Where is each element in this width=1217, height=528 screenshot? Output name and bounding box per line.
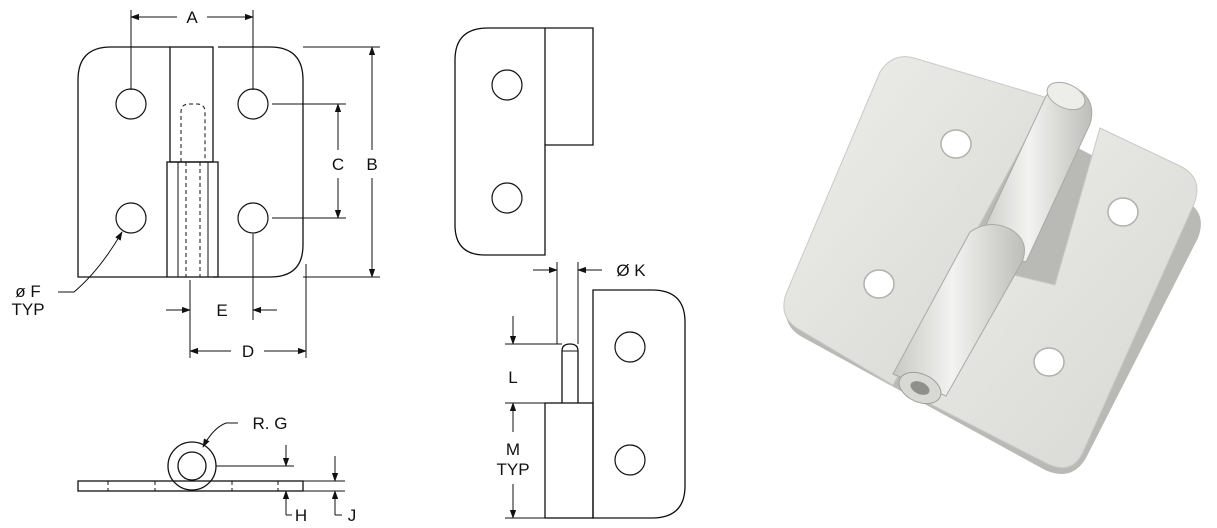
front-view [77,46,304,278]
end-view-knuckle-outer [167,441,217,491]
dim-k-label: Ø K [616,261,646,280]
photo-upper-barrel-top [1046,81,1086,111]
photo-lower-barrel [892,224,1025,397]
photo-hole-right-top [1107,197,1139,227]
front-right-leaf-outline [213,46,304,278]
front-hole-bottom-right [237,202,269,234]
dim-h-label: H [295,506,307,525]
dim-f-leader [58,231,123,293]
front-hole-bottom-left [115,202,147,234]
dimension-e: E [166,234,277,320]
side-bottom-plate-outline [592,289,686,519]
dimension-a: A [130,8,254,90]
photo-hole-left-top [940,129,972,159]
dim-g-label: R. G [253,414,288,433]
dim-f-label-line1: ø F [15,282,41,301]
side-bottom-hole-upper [614,331,646,363]
dim-e-label: E [216,301,227,320]
photo-left-leaf [783,56,1049,386]
dim-d-label: D [242,342,254,361]
dimension-m: M TYP [496,402,545,519]
dim-b-label: B [366,155,377,174]
dimension-f: ø F TYP [11,231,123,319]
photo-hole-right-bottom [1033,347,1065,377]
front-lower-knuckle [166,161,219,278]
dim-c-label: C [332,155,344,174]
dim-m-label-line1: M [506,440,520,459]
end-view-knuckle-inner [177,451,207,481]
dim-j-label: J [348,506,357,525]
side-top-hole-upper [491,69,523,101]
photo-lower-barrel-bore [910,381,930,395]
dimension-l: L [505,316,562,404]
dim-l-label: L [508,368,517,387]
dimension-b: B [303,46,380,278]
front-hole-top-right [237,88,269,120]
photo-hole-left-bottom [863,269,895,299]
dimension-j: J [303,456,356,525]
dimension-k: Ø K [533,261,646,344]
dimension-c: C [272,103,346,219]
side-top-plate-outline [454,27,594,256]
dim-f-label-line2: TYP [11,300,44,319]
front-hidden-pin [180,103,206,162]
dimension-g: R. G [202,414,288,448]
side-top-hole-lower [491,182,523,214]
dim-m-label-line2: TYP [496,460,529,479]
dimension-d: D [189,264,307,361]
side-view-top [454,27,594,256]
end-view-plate [77,480,304,492]
front-left-leaf-outline [77,46,170,278]
side-bottom-knuckle [544,402,594,519]
dim-a-label: A [186,8,198,27]
side-bottom-hole-lower [614,444,646,476]
side-view-bottom [544,289,686,519]
hinge-product-photo [783,56,1201,474]
front-hole-top-left [115,88,147,120]
dimension-h: H [216,445,307,525]
dim-g-leader [202,422,238,448]
side-bottom-pin [561,343,579,403]
